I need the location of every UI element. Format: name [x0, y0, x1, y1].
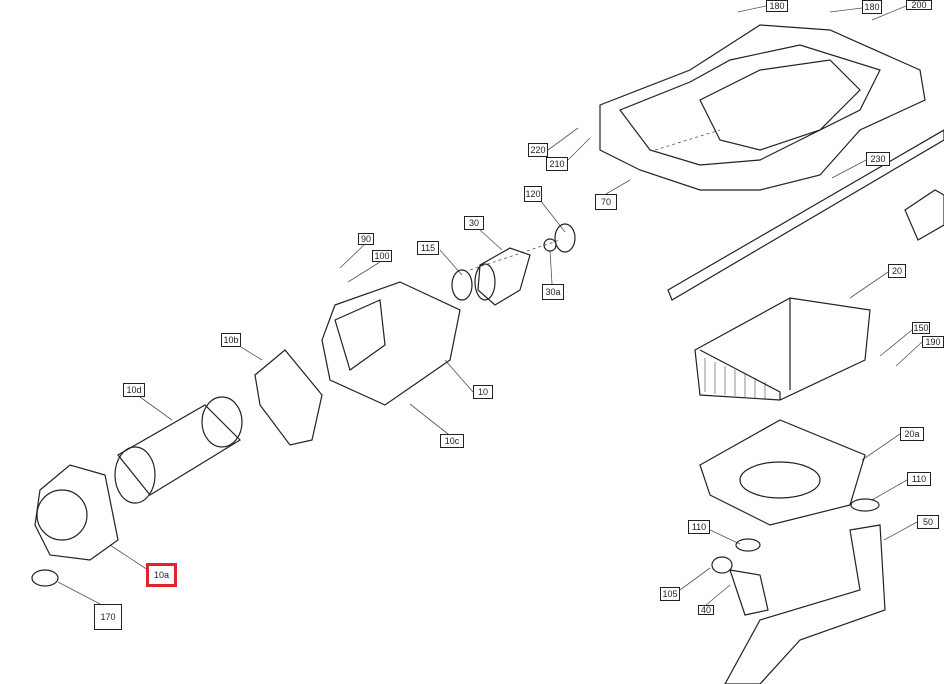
intercooler-part-20	[694, 297, 871, 401]
gasket-part-10b	[254, 349, 323, 446]
housing-part-20a	[699, 419, 866, 526]
clamp-part-105	[711, 556, 733, 574]
callout-10[interactable]: 10	[473, 385, 493, 399]
callout-120[interactable]: 120	[524, 186, 542, 202]
boot-part-30	[474, 247, 531, 306]
callout-70[interactable]: 70	[595, 194, 617, 210]
callout-10c[interactable]: 10c	[440, 434, 464, 448]
clamp-part-120	[554, 223, 576, 253]
callout-200[interactable]: 200	[906, 0, 932, 10]
callout-30a[interactable]: 30a	[542, 284, 564, 300]
callout-30[interactable]: 30	[464, 216, 484, 230]
elbow-part-40	[729, 569, 769, 616]
callout-180[interactable]: 180	[862, 0, 882, 14]
callout-100[interactable]: 100	[372, 250, 392, 262]
clamp-part-115	[451, 269, 473, 301]
callout-170[interactable]: 170	[94, 604, 122, 630]
callout-105[interactable]: 105	[660, 587, 680, 601]
callout-10d[interactable]: 10d	[123, 383, 145, 397]
callout-210[interactable]: 210	[546, 157, 568, 171]
callout-10a[interactable]: 10a	[146, 563, 177, 587]
filter-part-10d	[114, 396, 243, 504]
airbox-part-10	[321, 281, 461, 406]
clamp-part-110	[735, 498, 880, 552]
callout-230[interactable]: 230	[866, 152, 890, 166]
callout-90[interactable]: 90	[358, 233, 374, 245]
callout-110[interactable]: 110	[688, 520, 710, 534]
pipe-part-50	[724, 524, 886, 684]
callout-150[interactable]: 150	[912, 322, 930, 334]
callout-115[interactable]: 115	[417, 241, 439, 255]
leader-lines	[57, 5, 923, 606]
hose-top-right	[904, 189, 944, 241]
callout-180[interactable]: 180	[766, 0, 788, 12]
callout-20a[interactable]: 20a	[900, 427, 924, 441]
tray-part-70	[599, 24, 926, 191]
callout-10b[interactable]: 10b	[221, 333, 241, 347]
callout-190[interactable]: 190	[922, 336, 944, 348]
rail-part-230	[667, 129, 944, 301]
cover-part-10a	[34, 464, 119, 561]
callout-20[interactable]: 20	[888, 264, 906, 278]
nut-part-30a	[543, 238, 557, 252]
clamp-part-170	[31, 569, 59, 587]
callout-50[interactable]: 50	[917, 515, 939, 529]
callout-110[interactable]: 110	[907, 472, 931, 486]
callout-220[interactable]: 220	[528, 143, 548, 157]
callout-40[interactable]: 40	[698, 605, 714, 615]
